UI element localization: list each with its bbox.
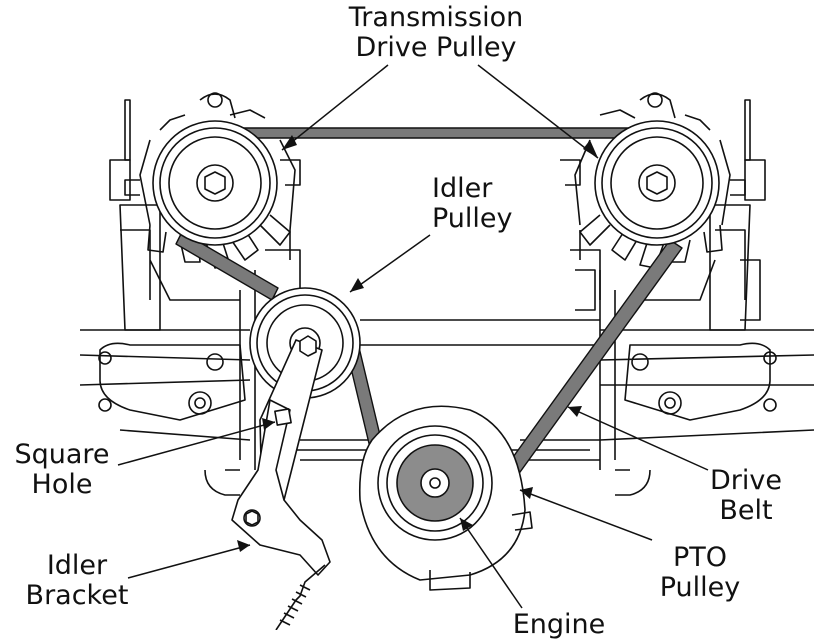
label-bracket-line2: Bracket bbox=[25, 580, 129, 611]
label-drive-belt: Drive Belt bbox=[706, 466, 786, 526]
label-transmission-drive-pulley: Transmission Drive Pulley bbox=[348, 3, 524, 63]
label-pto-pulley-line2: Pulley bbox=[659, 572, 741, 603]
label-idler-pulley: Idler Pulley bbox=[432, 174, 513, 234]
left-drive-pulley bbox=[152, 120, 278, 246]
label-square-hole: Square Hole bbox=[12, 440, 112, 500]
label-idler-bracket: Idler Bracket bbox=[22, 551, 132, 611]
label-idler-bracket-line1: Idler bbox=[46, 550, 108, 581]
left-transmission bbox=[109, 92, 301, 331]
label-pulley-line2: Pulley bbox=[432, 203, 513, 234]
label-engine-line1: Engine bbox=[512, 609, 606, 640]
right-drive-pulley bbox=[594, 120, 720, 246]
label-drive-line1: Drive bbox=[710, 465, 782, 496]
label-square-line1: Square bbox=[14, 439, 110, 470]
label-engine: Engine bbox=[508, 610, 610, 640]
right-transmission bbox=[560, 92, 766, 331]
label-hole-line2: Hole bbox=[31, 469, 93, 500]
label-pto-line1: PTO bbox=[672, 542, 728, 573]
pto-pulley-shape bbox=[358, 405, 533, 591]
label-transmission-line1: Transmission bbox=[348, 2, 524, 33]
arrow-heads bbox=[237, 135, 598, 552]
leader-lines bbox=[117, 64, 709, 609]
idler-bracket-shape bbox=[231, 335, 331, 630]
label-drive-pulley-line2: Drive Pulley bbox=[355, 32, 517, 63]
label-pto-pulley: PTO Pulley bbox=[655, 543, 745, 603]
label-belt-line2: Belt bbox=[719, 495, 773, 526]
chassis-frame bbox=[79, 270, 814, 496]
label-idler-line1: Idler bbox=[432, 173, 493, 204]
